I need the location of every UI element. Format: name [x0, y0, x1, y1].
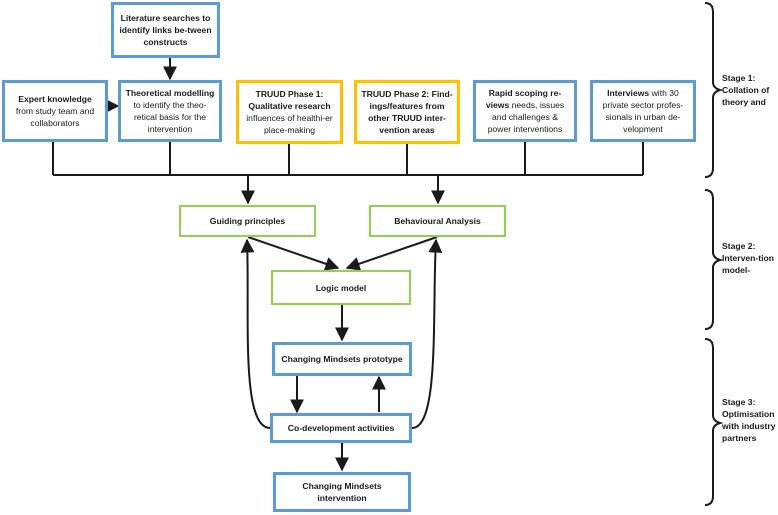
rapid-title: Rapid scoping re-views [485, 88, 562, 110]
codev-text: Co-development activities [287, 423, 395, 433]
rapid-scoping-box: Rapid scoping re-views needs, issues and… [473, 80, 577, 142]
expert-knowledge-box: Expert knowledge from study team and col… [2, 80, 108, 142]
logic-text: Logic model [315, 282, 367, 293]
interviews-box: Interviews with 30 private sector profes… [590, 80, 696, 142]
truud-phase2-box: TRUUD Phase 2: Find-ings/features from o… [354, 80, 460, 144]
stage2-label: Stage 2: Interven-tion model- [722, 241, 775, 275]
stage3-label: Stage 3: Optimisation with industry part… [722, 397, 776, 443]
guiding-text: Guiding principles [209, 216, 286, 226]
literature-text: Literature searches to identify links be… [119, 13, 212, 47]
guiding-principles-box: Guiding principles [179, 205, 316, 237]
phase1-title: TRUUD Phase 1: Qualitative research [248, 89, 331, 111]
expert-title: Expert knowledge [18, 94, 92, 104]
phase2-title: TRUUD Phase 2: Find-ings/features from o… [361, 89, 453, 135]
rapid-text: needs, issues and challenges & power int… [487, 100, 565, 134]
feedback-loop-to-behavioural [411, 238, 443, 429]
prototype-box: Changing Mindsets prototype [272, 342, 412, 376]
intervention-box: Changing Mindsets intervention [273, 472, 411, 512]
phase1-text: influences of healthi-er place-making [246, 113, 333, 135]
arrow-behavioural-to-logic [345, 236, 438, 271]
stage2-brace [704, 189, 724, 330]
stage3-brace [704, 338, 724, 506]
stage1-brace [704, 2, 724, 178]
feedback-loop-to-guiding [240, 238, 271, 429]
prototype-text: Changing Mindsets prototype [281, 354, 403, 364]
intervention-text: Changing Mindsets intervention [302, 481, 382, 503]
interviews-title: Interviews [607, 88, 650, 98]
behavioural-text: Behavioural Analysis [394, 216, 481, 226]
theory-text: to identify the theo-retical basis for t… [133, 100, 207, 134]
stage1-label: Stage 1: Collation of theory and [722, 73, 770, 107]
behavioural-analysis-box: Behavioural Analysis [369, 205, 506, 237]
theory-title: Theoretical modelling [125, 88, 215, 98]
truud-phase1-box: TRUUD Phase 1: Qualitative research infl… [236, 80, 343, 144]
literature-box: Literature searches to identify links be… [111, 2, 220, 58]
logic-model-box: Logic model [271, 270, 411, 305]
expert-text: from study team and collaborators [15, 106, 95, 128]
theoretical-modelling-box: Theoretical modelling to identify the th… [118, 80, 222, 142]
interviews-text: with 30 private sector profes-sionals in… [602, 88, 684, 134]
arrow-guiding-to-logic [247, 236, 340, 271]
codevelopment-box: Co-development activities [270, 413, 412, 443]
